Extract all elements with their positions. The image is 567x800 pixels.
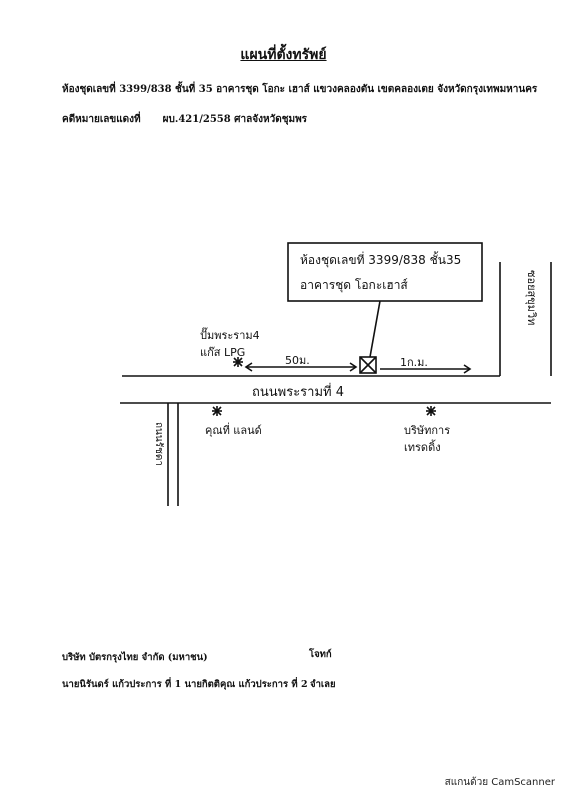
callout-line-1: ห้องชุดเลขที่ 3399/838 ชั้น35 xyxy=(300,251,461,268)
gas-station-label-2: แก๊ส LPG xyxy=(200,346,245,359)
callout-pointer xyxy=(369,300,381,358)
restaurant-label: คุณที่ แลนด์ xyxy=(205,422,262,437)
store-label-1: บริษัทการ xyxy=(404,424,450,437)
store-label-2: เทรดดิ้ง xyxy=(404,439,441,454)
callout-line-2: อาคารชุด โอกะเฮาส์ xyxy=(300,278,408,293)
defendant-names: นายนิรันดร์ แก้วประการ ที่ 1 นายกิตติคุณ… xyxy=(62,679,308,690)
plaintiff-company: บริษัท บัตรกรุงไทย จำกัด (มหาชน) xyxy=(62,652,208,663)
store-marker xyxy=(426,406,436,416)
distance-right: 1ก.ม. xyxy=(400,356,428,369)
case-number: ผบ.421/2558 ศาลจังหวัดชุมพร xyxy=(162,114,308,125)
document-title: แผนที่ตั้งทรัพย์ xyxy=(240,47,327,63)
scanner-watermark: สแกนด้วย CamScanner xyxy=(444,777,555,788)
case-line: คดีหมายเลขแดงที่ ผบ.421/2558 ศาลจังหวัดชุ… xyxy=(62,112,307,127)
restaurant-marker xyxy=(212,406,222,416)
callout-box xyxy=(287,242,483,302)
property-marker xyxy=(359,356,377,374)
defendant-role: จำเลย xyxy=(310,679,336,690)
gas-station-label-1: ปั๊มพระราม4 xyxy=(200,327,260,342)
plaintiff-role: โจทก์ xyxy=(309,649,332,660)
gas-station-marker xyxy=(233,357,243,367)
left-road-label: ถนนรัชดา xyxy=(153,422,164,466)
right-road-label: ซอยสุขุมวิท xyxy=(525,270,538,325)
distance-left: 50ม. xyxy=(285,354,310,367)
main-road-label: ถนนพระรามที่ 4 xyxy=(252,383,344,400)
property-address: ห้องชุดเลขที่ 3399/838 ชั้นที่ 35 อาคารช… xyxy=(62,84,538,95)
case-label: คดีหมายเลขแดงที่ xyxy=(62,114,141,125)
